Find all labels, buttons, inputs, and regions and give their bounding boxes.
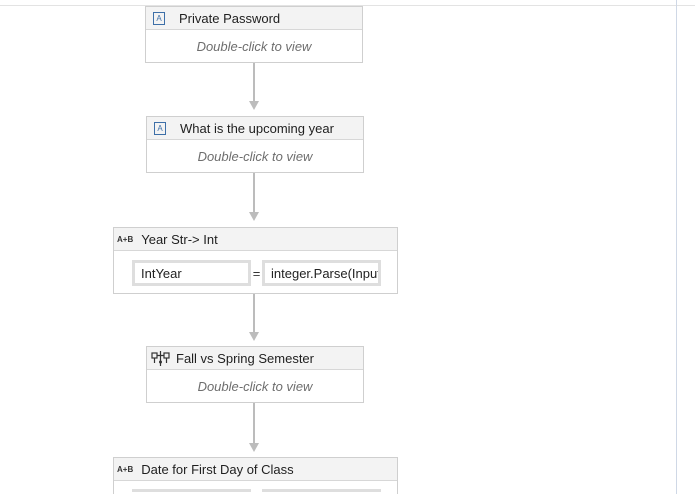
input-dialog-icon: A [153, 11, 165, 25]
assign-icon: A+B [117, 464, 134, 474]
activity-header[interactable]: A What is the upcoming year [147, 117, 363, 140]
flow-decision-icon [151, 350, 170, 367]
activity-year-str-to-int[interactable]: A+B Year Str-> Int IntYear = integer.Par… [113, 227, 398, 294]
activity-header[interactable]: A Private Password [146, 7, 362, 30]
canvas-top-divider [0, 5, 695, 6]
assign-right-value: integer.Parse(Input [271, 265, 381, 281]
activity-hint: Double-click to view [197, 378, 313, 394]
arrow-down-icon [249, 332, 259, 341]
assign-left-value: IntYear [141, 265, 182, 281]
activity-private-password[interactable]: A Private Password Double-click to view [145, 6, 363, 63]
activity-title: Date for First Day of Class [141, 461, 294, 477]
activity-date-first-day[interactable]: A+B Date for First Day of Class [113, 457, 398, 494]
assign-row: IntYear = integer.Parse(Input [132, 260, 381, 286]
activity-header[interactable]: A+B Date for First Day of Class [114, 458, 397, 481]
assign-left-field[interactable] [132, 489, 251, 492]
activity-fall-vs-spring[interactable]: Fall vs Spring Semester Double-click to … [146, 346, 364, 403]
activity-hint: Double-click to view [197, 148, 313, 164]
flow-connector [253, 173, 255, 212]
input-dialog-icon: A [154, 121, 166, 135]
assign-right-field[interactable]: integer.Parse(Input [262, 260, 381, 286]
canvas-right-divider [676, 0, 677, 494]
activity-title: Private Password [179, 10, 281, 26]
assign-left-field[interactable]: IntYear [132, 260, 251, 286]
activity-body[interactable]: Double-click to view [147, 140, 363, 172]
arrow-down-icon [249, 443, 259, 452]
equals-sign: = [252, 265, 261, 281]
activity-body[interactable]: Double-click to view [146, 30, 362, 62]
flow-connector [253, 63, 255, 101]
arrow-down-icon [249, 212, 259, 221]
activity-title: Year Str-> Int [141, 231, 218, 247]
flow-connector [253, 294, 255, 332]
assign-right-field[interactable] [262, 489, 381, 492]
activity-hint: Double-click to view [196, 38, 312, 54]
flow-connector [253, 403, 255, 443]
activity-header[interactable]: A+B Year Str-> Int [114, 228, 397, 251]
activity-upcoming-year[interactable]: A What is the upcoming year Double-click… [146, 116, 364, 173]
activity-header[interactable]: Fall vs Spring Semester [147, 347, 363, 370]
arrow-down-icon [249, 101, 259, 110]
activity-title: What is the upcoming year [180, 120, 334, 136]
assign-icon: A+B [117, 234, 134, 244]
activity-body[interactable]: Double-click to view [147, 370, 363, 402]
activity-title: Fall vs Spring Semester [176, 350, 314, 366]
